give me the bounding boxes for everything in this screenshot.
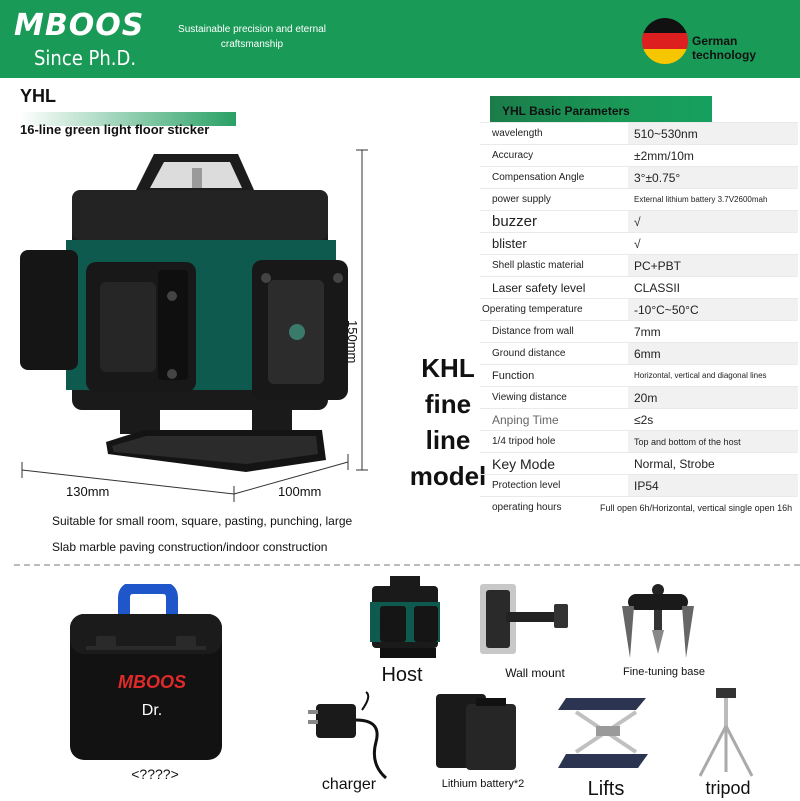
since-text: Since Ph.D. [34,46,137,70]
params-title-bar [490,96,712,122]
params-title: YHL Basic Parameters [502,104,630,118]
param-label: Distance from wall [492,326,574,337]
table-row: Key Mode Normal, Strobe [480,452,798,474]
param-label: Function [492,370,535,382]
table-row: wavelength 510~530nm [480,122,798,145]
table-row: Viewing distance 20m [480,386,798,409]
table-row: Operating temperature -10°C~50°C [480,298,798,321]
table-row: Protection level IP54 [480,474,798,497]
param-value: 6mm [628,343,798,365]
lithium-battery-image [436,694,516,770]
wall-mount-label: Wall mount [505,666,565,680]
param-value: Top and bottom of the host [628,431,798,453]
product-subtitle: 16-line green light floor sticker [20,122,210,137]
table-row: Anping Time ≤2s [480,408,798,430]
case-label: <????> [131,766,179,782]
param-value: 20m [628,387,798,409]
param-label: Shell plastic material [492,260,584,271]
charger-label: charger [321,776,377,793]
model-name: YHL [20,86,56,106]
param-value: ≤2s [634,413,654,427]
param-value: Horizontal, vertical and diagonal lines [634,371,767,380]
host-image [370,576,440,658]
lifts-image [558,698,648,768]
param-label: buzzer [492,213,538,230]
param-value: √ [634,237,641,251]
param-label: Accuracy [492,150,534,161]
param-value: External lithium battery 3.7V2600mah [634,195,768,204]
wall-mount-image [480,584,568,654]
param-value: 510~530nm [628,123,798,145]
slogan-text: Sustainable precision and eternal crafts… [178,24,326,50]
table-row: operating hours Full open 6h/Horizontal, … [480,496,798,518]
param-label: wavelength [492,128,543,139]
param-value: 7mm [634,325,661,339]
description-line-2: Slab marble paving construction/indoor c… [52,540,328,554]
table-row: Compensation Angle 3°±0.75° [480,166,798,189]
param-label: Laser safety level [492,281,586,295]
param-value: CLASSII [634,281,681,295]
param-value: Normal, Strobe [634,457,715,471]
german-technology-label: German technology [692,34,757,62]
table-row: Ground distance 6mm [480,342,798,365]
table-row: blister √ [480,232,798,254]
param-value: PC+PBT [628,255,798,277]
brand-logo: MBOOS [14,8,145,43]
german-flag-icon [642,18,688,64]
carrying-case-image [70,584,222,760]
height-dimension: 150mm [345,320,360,364]
lifts-label: Lifts [587,778,625,800]
table-row: 1/4 tripod hole Top and bottom of the hos… [480,430,798,453]
width-dimension: 130mm [66,484,110,499]
khl-model-label: KHL fine line model [409,353,487,491]
charger-image [308,691,388,780]
subtitle-highlight [20,112,236,126]
table-row: buzzer √ [480,210,798,233]
header-banner: MBOOS Since Ph.D. Sustainable precision … [0,0,800,78]
tripod-label: tripod [705,778,751,798]
table-row: Accuracy ±2mm/10m [480,144,798,166]
table-row: Laser safety level CLASSII [480,276,798,298]
table-row: Function Horizontal, vertical and diagona… [480,364,798,386]
tripod-image [698,688,754,777]
table-row: Shell plastic material PC+PBT [480,254,798,277]
case-model-text: Dr. [141,702,163,719]
param-value: ±2mm/10m [634,149,694,163]
section-divider [14,564,800,566]
host-label: Host [381,664,423,686]
param-value: -10°C~50°C [628,299,798,321]
param-label: Key Mode [492,456,556,472]
param-label: Viewing distance [492,392,567,403]
depth-dimension: 100mm [278,484,322,499]
table-row: power supply External lithium battery 3.7… [480,188,798,210]
param-label: operating hours [492,502,562,513]
laser-level-image [20,154,348,472]
case-brand-logo: MBOOS [117,672,186,692]
fine-tuning-base-label: Fine-tuning base [623,666,705,678]
param-label: Ground distance [492,348,566,359]
param-label: Operating temperature [482,304,583,315]
param-value: Full open 6h/Horizontal, vertical single… [600,503,793,513]
table-row: Distance from wall 7mm [480,320,798,342]
param-value: IP54 [628,475,798,497]
lithium-battery-label: Lithium battery*2 [441,778,525,790]
param-value: √ [628,211,798,233]
params-table: wavelength 510~530nm Accuracy ±2mm/10m Com… [480,122,798,518]
param-value: 3°±0.75° [628,167,798,189]
description-line-1: Suitable for small room, square, pasting… [52,514,353,528]
param-label: Compensation Angle [492,172,585,183]
param-label: blister [492,236,527,251]
fine-tuning-base-image [622,584,694,658]
param-label: Protection level [492,480,561,491]
param-label: Anping Time [492,413,559,427]
param-label: 1/4 tripod hole [492,436,556,447]
param-label: power supply [492,194,551,205]
